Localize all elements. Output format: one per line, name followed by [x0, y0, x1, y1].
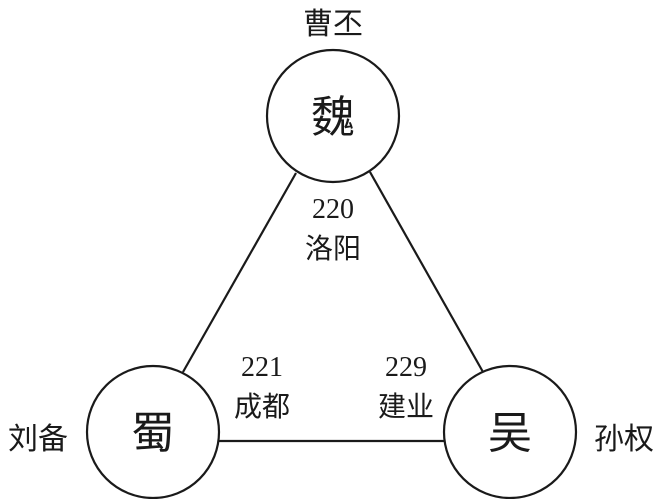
- triangle-edges: [182, 171, 484, 443]
- shu-circle: [85, 364, 221, 499]
- wei-year: 220: [312, 194, 354, 225]
- shu-capital: 成都: [234, 390, 290, 423]
- wei-name: 魏: [311, 92, 355, 143]
- edge-wei-wu: [369, 171, 484, 373]
- node-shu: 蜀 刘备 221 成都: [8, 352, 290, 499]
- shu-year: 221: [241, 352, 283, 383]
- wu-circle: [442, 364, 578, 499]
- wei-circle: [265, 48, 401, 184]
- wu-year: 229: [385, 352, 427, 383]
- shu-ruler: 刘备: [8, 422, 68, 457]
- wu-capital: 建业: [378, 390, 434, 423]
- edge-wei-shu: [182, 172, 297, 373]
- wei-ruler: 曹丕: [303, 7, 363, 42]
- node-wu: 吴 孙权 229 建业: [378, 352, 654, 499]
- wei-capital: 洛阳: [305, 232, 361, 265]
- node-wei: 魏 曹丕 220 洛阳: [265, 7, 401, 265]
- wu-ruler: 孙权: [594, 422, 654, 457]
- wu-name: 吴: [488, 408, 532, 459]
- shu-name: 蜀: [131, 408, 175, 459]
